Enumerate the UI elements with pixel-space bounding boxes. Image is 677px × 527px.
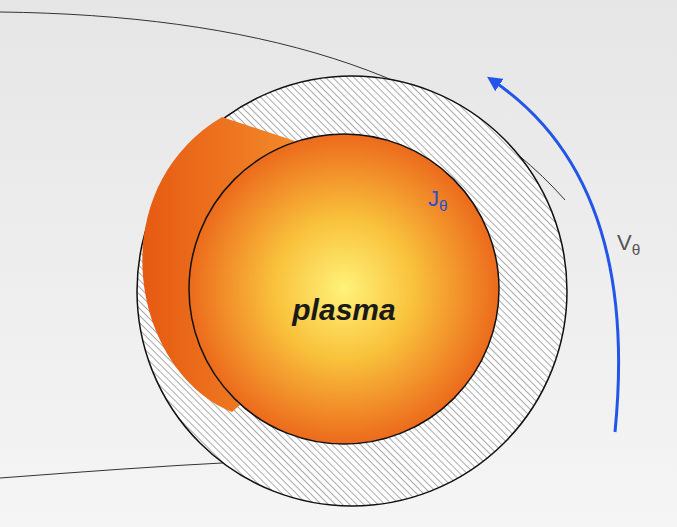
plasma-circle: plasma bbox=[188, 133, 500, 445]
region-label: plasma bbox=[292, 293, 395, 327]
wall-ring bbox=[137, 76, 567, 506]
quantity-symbol: Vθ bbox=[617, 230, 640, 259]
guide-line bbox=[0, 462, 240, 478]
plasma-outline bbox=[189, 134, 499, 444]
rotation-arrow bbox=[492, 80, 619, 432]
quantity-symbol: Jθ bbox=[428, 186, 448, 215]
plasma-disc bbox=[188, 133, 500, 445]
